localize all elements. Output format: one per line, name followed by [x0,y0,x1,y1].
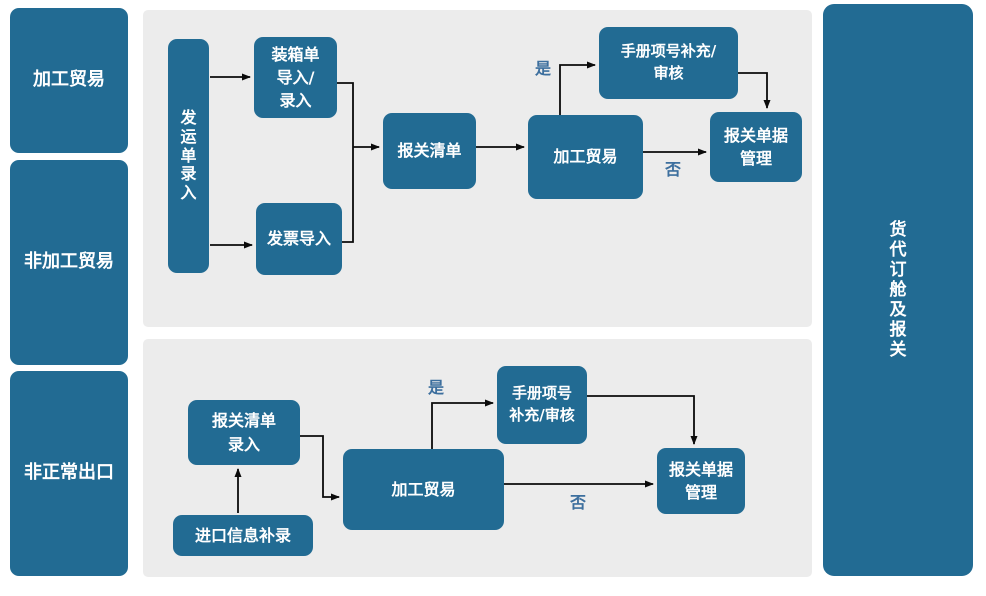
node-processing-trade-top-label: 加工贸易 [553,147,618,167]
node-import-info-supplement: 进口信息补录 [173,515,313,556]
arrow-manual-to-doc-mgmt [738,72,771,109]
node-manual-item-supplement-bottom-label: 手册项号 补充/审核 [509,384,575,424]
arrow-manual2-to-doc-mgmt [587,395,698,445]
lane-non-processing-trade-label: 非加工贸易 [24,251,114,273]
lane-freight-booking-customs-label: 货代订舱及报关 [889,219,907,361]
node-declaration-doc-mgmt-top-label: 报关单据 管理 [723,125,788,168]
node-manual-item-supplement-top: 手册项号补充/ 审核 [599,27,738,99]
node-shipment-entry-label: 发运单录入 [180,107,197,203]
decision-yes-top: 是 [534,59,551,78]
node-declaration-doc-mgmt-bottom-label: 报关单据 管理 [668,459,733,502]
node-processing-trade-bottom-label: 加工贸易 [391,479,456,499]
node-packing-list-import: 装箱单 导入/ 录入 [254,37,337,118]
lane-non-processing-trade: 非加工贸易 [10,160,128,365]
arrow-list-entry-to-processing [300,435,340,501]
node-invoice-import-label: 发票导入 [266,229,331,249]
node-packing-list-import-label: 装箱单 导入/ 录入 [271,44,320,111]
node-invoice-import: 发票导入 [256,203,342,275]
node-declaration-doc-mgmt-bottom: 报关单据 管理 [657,448,745,514]
decision-no-top: 否 [664,160,681,179]
node-declaration-doc-mgmt-top: 报关单据 管理 [710,112,802,182]
arrow-processing2-yes-to-manual [431,399,494,449]
node-declaration-list-entry: 报关清单 录入 [188,400,300,465]
lane-processing-trade: 加工贸易 [10,8,128,153]
node-manual-item-supplement-top-label: 手册项号补充/ 审核 [620,42,717,82]
lane-abnormal-export-label: 非正常出口 [24,462,114,484]
lane-processing-trade-label: 加工贸易 [33,69,105,91]
node-import-info-supplement-label: 进口信息补录 [194,525,291,545]
node-processing-trade-top: 加工贸易 [528,115,643,199]
node-manual-item-supplement-bottom: 手册项号 补充/审核 [497,366,587,444]
decision-no-bottom: 否 [569,493,586,512]
node-declaration-list: 报关清单 [383,113,476,189]
connector-merge-bracket [337,82,354,243]
lane-abnormal-export: 非正常出口 [10,371,128,576]
node-declaration-list-entry-label: 报关清单 录入 [211,411,276,454]
lane-freight-booking-customs: 货代订舱及报关 [823,4,973,576]
decision-yes-bottom: 是 [427,378,444,397]
node-declaration-list-label: 报关清单 [397,141,462,161]
node-processing-trade-bottom: 加工贸易 [343,449,504,530]
node-shipment-entry: 发运单录入 [168,39,209,273]
arrow-processing-yes-to-manual [559,61,596,115]
